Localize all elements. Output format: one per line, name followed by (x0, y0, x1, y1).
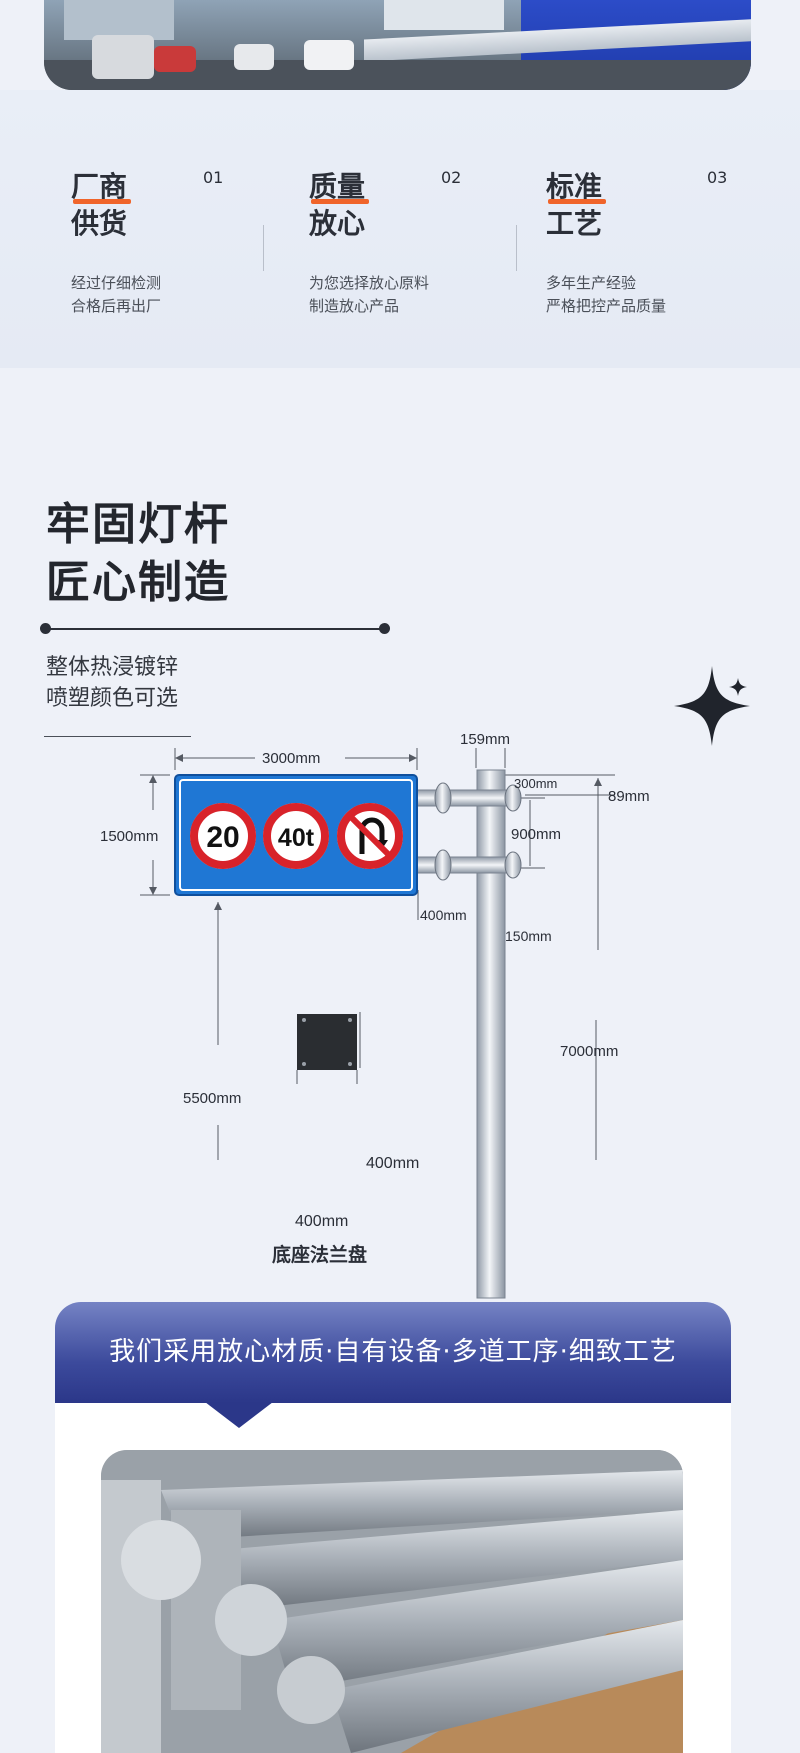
base-flange-plate (297, 1014, 357, 1070)
feature-desc: 多年生产经验 严格把控产品质量 (546, 274, 667, 315)
sign-height-label: 1500mm (100, 828, 158, 845)
speed-limit-sign (190, 803, 256, 869)
pole-arms (415, 782, 522, 881)
divider (263, 225, 264, 271)
feature-title: 质量 放心 (309, 170, 370, 240)
feature-number: 02 (441, 168, 462, 187)
section-subtitle: 整体热浸镀锌 喷塑颜色可选 (46, 655, 179, 711)
feature-quality: 质量 放心 为您选择放心原料 制造放心产品 (309, 168, 509, 318)
sparkle-star-icon (674, 666, 750, 746)
pipes-illustration (101, 1450, 683, 1753)
banner-notch (205, 1402, 273, 1428)
pole-height-label: 7000mm (560, 1043, 618, 1060)
feature-desc: 经过仔细检测 合格后再出厂 (71, 274, 162, 315)
feature-supplier: 厂商 供货 经过仔细检测 合格后再出厂 (71, 168, 271, 318)
no-u-turn-sign-icon (337, 803, 403, 869)
features-band: 厂商 供货 经过仔细检测 合格后再出厂 01 质量 放心 为您选择放心原料 制造… (0, 90, 800, 368)
weight-limit-value: 40t (278, 824, 315, 852)
galvanized-pipes-photo (101, 1450, 683, 1753)
bottom-offset-label: 150mm (505, 928, 552, 944)
feature-desc: 为您选择放心原料 制造放心产品 (309, 274, 430, 315)
flange-caption: 底座法兰盘 (272, 1243, 367, 1266)
divider (516, 225, 517, 271)
arm-spacing-label: 900mm (511, 826, 561, 843)
title-underline (40, 623, 390, 634)
feature-title: 厂商 供货 (71, 170, 132, 240)
arm-length-label: 400mm (420, 907, 467, 923)
feature-title: 标准 工艺 (546, 170, 607, 240)
feature-standard: 标准 工艺 多年生产经验 严格把控产品质量 (546, 168, 746, 318)
weight-limit-sign (263, 803, 329, 869)
craft-banner-card: 我们采用放心材质·自有设备·多道工序·细致工艺 (55, 1302, 731, 1753)
pole-dimension-diagram: 20 40t 3000mm 1500mm 159mm 300mm 89mm 90… (100, 731, 650, 1299)
dimension-arrows (149, 754, 602, 910)
pole-diameter-label: 159mm (460, 731, 510, 748)
sign-width-label: 3000mm (262, 750, 320, 767)
clearance-label: 5500mm (183, 1090, 241, 1107)
feature-number: 03 (707, 168, 728, 187)
subtitle-underline (44, 736, 191, 737)
arm-diameter-label: 89mm (608, 788, 650, 805)
arm-offset-label: 300mm (514, 776, 557, 791)
feature-number: 01 (203, 168, 224, 187)
banner-header (55, 1302, 731, 1403)
top-street-photo (44, 0, 751, 90)
speed-limit-value: 20 (206, 821, 239, 854)
lamp-pole (476, 769, 506, 1299)
flange-side-label: 400mm (366, 1155, 419, 1172)
banner-text: 我们采用放心材质·自有设备·多道工序·细致工艺 (109, 1337, 677, 1367)
section-title: 牢固灯杆 匠心制造 (46, 499, 230, 608)
flange-bottom-label: 400mm (295, 1213, 348, 1230)
